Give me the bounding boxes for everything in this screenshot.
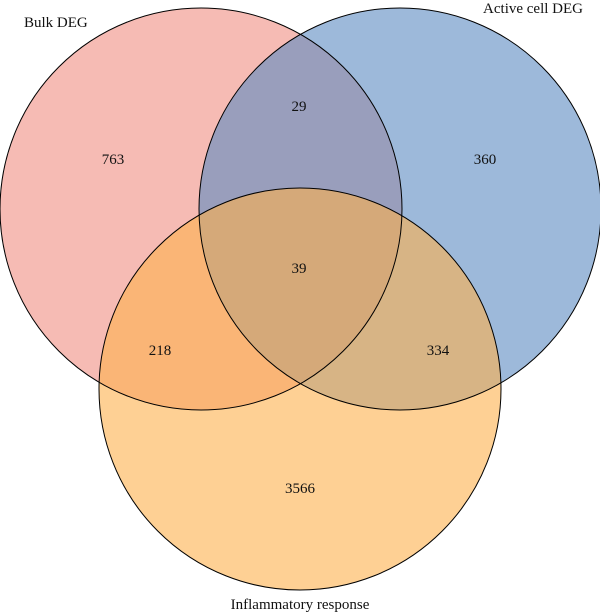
set-label-inflammatory-response: Inflammatory response bbox=[231, 597, 370, 613]
count-bulk-inflammatory: 218 bbox=[149, 343, 172, 359]
active-cell-deg-outline bbox=[198, 7, 600, 411]
count-all-three: 39 bbox=[292, 261, 307, 277]
inflammatory-response-outline bbox=[98, 187, 502, 591]
set-label-bulk-deg: Bulk DEG bbox=[24, 15, 88, 31]
set-label-active-cell-deg: Active cell DEG bbox=[483, 1, 583, 17]
count-bulk-active: 29 bbox=[292, 99, 307, 115]
count-bulk-only: 763 bbox=[102, 152, 125, 168]
count-active-inflammatory: 334 bbox=[427, 343, 450, 359]
inflammatory-response-circle bbox=[99, 188, 501, 590]
count-inflammatory-only: 3566 bbox=[285, 481, 316, 497]
count-active-only: 360 bbox=[474, 152, 497, 168]
bulk-deg-outline bbox=[0, 7, 403, 411]
